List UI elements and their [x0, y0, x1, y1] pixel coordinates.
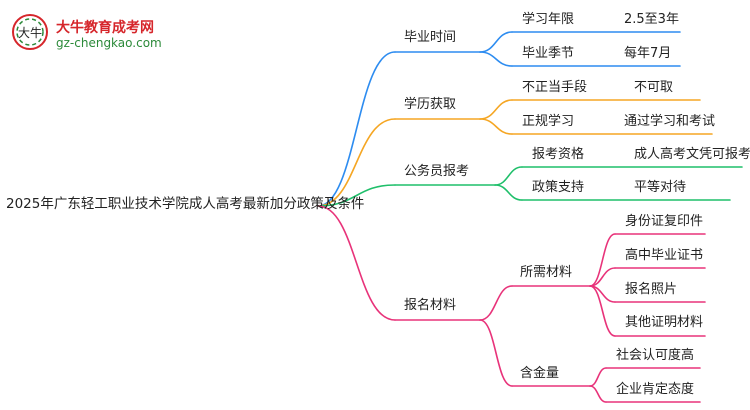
logo-mark-icon: 大牛 [12, 14, 48, 50]
branch-degree-acquisition: 学历获取 [404, 97, 457, 112]
link-graduation-years [479, 31, 513, 53]
link-civil-eligibility [494, 166, 523, 186]
node-improper-means: 不正当手段 [522, 80, 588, 95]
leaf-photo: 报名照片 [625, 282, 678, 297]
node-graduation-season: 毕业季节 [522, 46, 575, 61]
node-improper-means-value: 不可取 [634, 80, 674, 95]
node-value: 含金量 [520, 366, 560, 381]
node-graduation-season-value: 每年7月 [624, 46, 672, 61]
leaf-id-copy: 身份证复印件 [625, 214, 704, 229]
link-root-civil [317, 184, 396, 207]
leaf-highschool-diploma: 高中毕业证书 [625, 248, 704, 263]
link-civil-support [494, 184, 523, 201]
link-root-graduation [317, 51, 396, 207]
link-value-leaf-0 [589, 367, 607, 387]
node-eligibility-value: 成人高考文凭可报考 [634, 147, 750, 162]
link-root-materials [317, 205, 396, 321]
node-study-years: 学习年限 [522, 12, 575, 27]
link-degree-improper [479, 99, 513, 120]
logo-url: gz-chengkao.com [56, 36, 162, 50]
node-eligibility: 报考资格 [532, 147, 585, 162]
logo: 大牛 大牛教育成考网 gz-chengkao.com [10, 12, 210, 56]
link-root-degree [317, 118, 396, 207]
logo-mark-text: 大牛 [18, 25, 42, 40]
root-topic: 2025年广东轻工职业技术学院成人高考最新加分政策及条件 [6, 196, 365, 212]
link-required-leaf-3 [589, 285, 616, 337]
branch-application-materials: 报名材料 [404, 298, 457, 313]
branch-graduation-time: 毕业时间 [404, 30, 457, 45]
node-policy-support-value: 平等对待 [634, 180, 687, 195]
link-materials-required [479, 285, 513, 321]
node-formal-study-value: 通过学习和考试 [624, 114, 716, 129]
branch-civil-service: 公务员报考 [404, 164, 470, 179]
leaf-employer-attitude: 企业肯定态度 [616, 382, 695, 397]
node-study-years-value: 2.5至3年 [624, 12, 679, 27]
leaf-social-recognition: 社会认可度高 [616, 348, 695, 363]
leaf-other-proof: 其他证明材料 [625, 315, 704, 330]
link-value-leaf-1 [589, 385, 607, 403]
node-policy-support: 政策支持 [532, 180, 585, 195]
node-formal-study: 正规学习 [522, 114, 575, 129]
link-degree-formal [479, 118, 513, 135]
link-required-leaf-0 [589, 233, 616, 287]
logo-title: 大牛教育成考网 [56, 20, 154, 36]
node-required-materials: 所需材料 [520, 265, 573, 280]
link-graduation-season [479, 51, 513, 67]
link-materials-value [479, 319, 513, 387]
